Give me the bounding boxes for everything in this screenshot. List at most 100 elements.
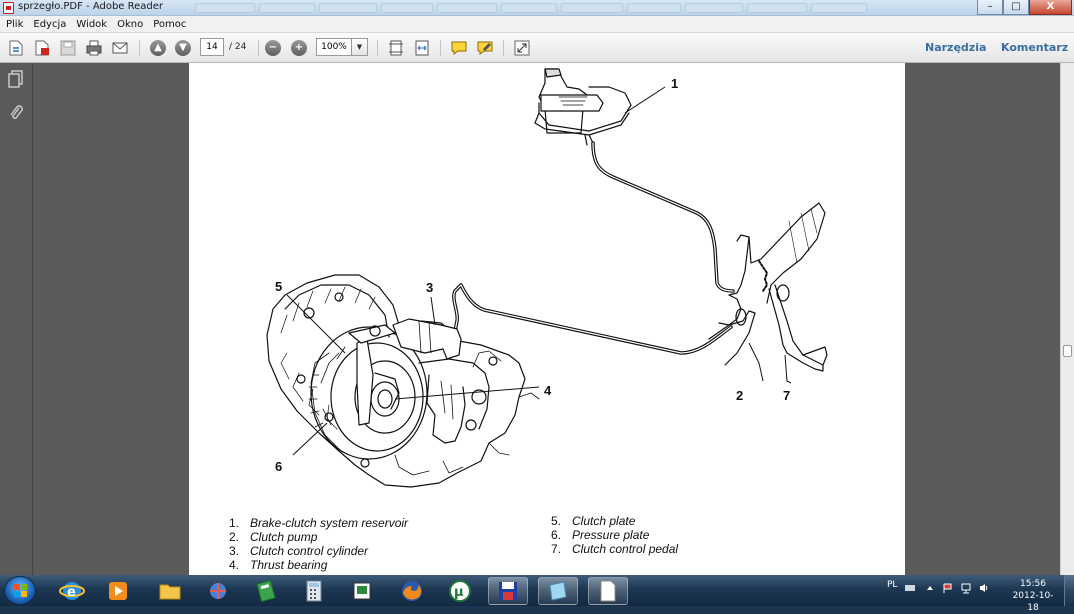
close-button[interactable]: X [1029, 0, 1072, 15]
toolbar-separator [139, 40, 140, 56]
add-comment-button[interactable] [449, 38, 469, 58]
notepad-icon [549, 581, 567, 601]
language-indicator[interactable]: PL [887, 580, 898, 590]
maximize-button[interactable]: □ [1003, 0, 1029, 15]
highlight-button[interactable] [475, 38, 495, 58]
email-button[interactable] [110, 38, 130, 58]
caption-item: 6.Pressure plate [551, 528, 649, 542]
fit-page-button[interactable] [386, 38, 406, 58]
next-page-button[interactable]: ▼ [173, 38, 193, 58]
taskbar-explorer[interactable] [150, 577, 190, 605]
page-number-input[interactable] [200, 38, 224, 56]
svg-text:µ: µ [454, 585, 464, 600]
zoom-out-button[interactable]: − [263, 38, 283, 58]
toolbar-separator [440, 40, 441, 56]
clutch-system-diagram: 1 2 3 4 5 6 7 [266, 68, 828, 488]
previous-page-button[interactable]: ▲ [148, 38, 168, 58]
print-button[interactable] [84, 38, 104, 58]
document-area[interactable]: 1 2 3 4 5 6 7 1.Brake-clutch system rese… [33, 63, 1060, 575]
taskbar-notes-app[interactable] [538, 577, 578, 605]
comment-panel-link[interactable]: Komentarz [1001, 41, 1069, 54]
open-file-button[interactable] [6, 38, 26, 58]
attachments-button[interactable] [6, 103, 26, 123]
paperclip-icon [10, 105, 23, 119]
zoom-in-button[interactable]: + [289, 38, 309, 58]
menu-edit[interactable]: Edycja [33, 18, 67, 30]
envelope-icon [112, 42, 128, 54]
zoom-input[interactable] [316, 38, 352, 56]
taskbar-utorrent[interactable]: µ [440, 577, 480, 605]
zoom-dropdown-button[interactable]: ▼ [352, 38, 368, 56]
caption-number: 4. [229, 558, 240, 572]
ghost-tab [685, 3, 743, 13]
arrow-up-icon: ▲ [150, 40, 166, 56]
svg-text:e: e [67, 585, 76, 600]
window-controls: – □ X [977, 0, 1072, 15]
taskbar-save-app[interactable] [488, 577, 528, 605]
caption-text: Thrust bearing [250, 558, 328, 572]
taskbar-document-app[interactable] [342, 577, 382, 605]
ghost-tab [561, 3, 623, 13]
caption-item: 3.Clutch control cylinder [229, 544, 368, 558]
caption-text: Clutch control cylinder [250, 544, 369, 558]
keyboard-tray-icon[interactable] [905, 583, 915, 593]
arrow-down-icon: ▼ [175, 40, 191, 56]
show-desktop-button[interactable] [1064, 575, 1074, 606]
menu-window[interactable]: Okno [117, 18, 144, 30]
taskbar-adobe-reader[interactable] [588, 577, 628, 605]
ghost-tab [501, 3, 557, 13]
utorrent-icon: µ [449, 580, 471, 602]
taskbar-media-player[interactable] [98, 577, 138, 605]
ghost-tab [627, 3, 681, 13]
action-center-flag-icon[interactable] [943, 583, 953, 593]
media-player-icon [109, 582, 127, 600]
menu-file[interactable]: Plik [6, 18, 24, 30]
title-bar[interactable]: sprzegło.PDF - Adobe Reader – □ X [0, 0, 1074, 16]
pdf-file-icon [3, 2, 14, 14]
toolbar-separator [258, 40, 259, 56]
expand-icon [514, 40, 530, 56]
minus-icon: − [265, 40, 281, 56]
ghost-tab [437, 3, 497, 13]
taskbar-network-app[interactable] [198, 577, 238, 605]
highlight-pen-icon [477, 41, 493, 55]
caption-number: 7. [551, 542, 562, 556]
create-pdf-icon [35, 40, 49, 56]
menu-view[interactable]: Widok [76, 18, 108, 30]
vertical-scrollbar[interactable] [1060, 63, 1074, 575]
system-clock[interactable]: 15:56 2012-10-18 [1008, 578, 1058, 614]
network-tray-icon[interactable] [961, 583, 971, 594]
window-title: sprzegło.PDF - Adobe Reader [18, 1, 164, 12]
taskbar-calculator[interactable] [246, 577, 286, 605]
page-thumbnails-button[interactable] [6, 69, 26, 89]
document-chart-icon [353, 582, 371, 600]
open-file-icon [9, 40, 23, 56]
clock-date: 2012-10-18 [1012, 591, 1054, 613]
ghost-tab [319, 3, 377, 13]
callout-4: 4 [544, 383, 552, 398]
minimize-button[interactable]: – [977, 0, 1003, 15]
printer-icon [86, 40, 102, 56]
callout-2: 2 [736, 388, 743, 403]
speech-bubble-icon [451, 41, 467, 55]
taskbar-internet-explorer[interactable]: e [52, 577, 92, 605]
fit-width-button[interactable] [412, 38, 432, 58]
transmission-drawing [266, 274, 540, 488]
create-pdf-button[interactable] [32, 38, 52, 58]
taskbar-calc-app[interactable] [294, 577, 334, 605]
background-browser-tabs [195, 3, 867, 13]
caption-number: 5. [551, 514, 562, 528]
scrollbar-thumb[interactable] [1063, 345, 1072, 357]
pages-icon [8, 70, 23, 88]
taskbar-firefox[interactable] [392, 577, 432, 605]
full-screen-button[interactable] [512, 38, 532, 58]
tools-panel-link[interactable]: Narzędzia [925, 41, 987, 54]
start-button[interactable] [4, 576, 36, 605]
fit-page-icon [389, 40, 403, 56]
menu-help[interactable]: Pomoc [153, 18, 187, 30]
ghost-tab [195, 3, 255, 13]
save-button[interactable] [58, 38, 78, 58]
volume-tray-icon[interactable] [979, 583, 989, 593]
show-hidden-icons-icon[interactable] [925, 583, 935, 593]
pedal-bracket-drawing [708, 202, 826, 366]
